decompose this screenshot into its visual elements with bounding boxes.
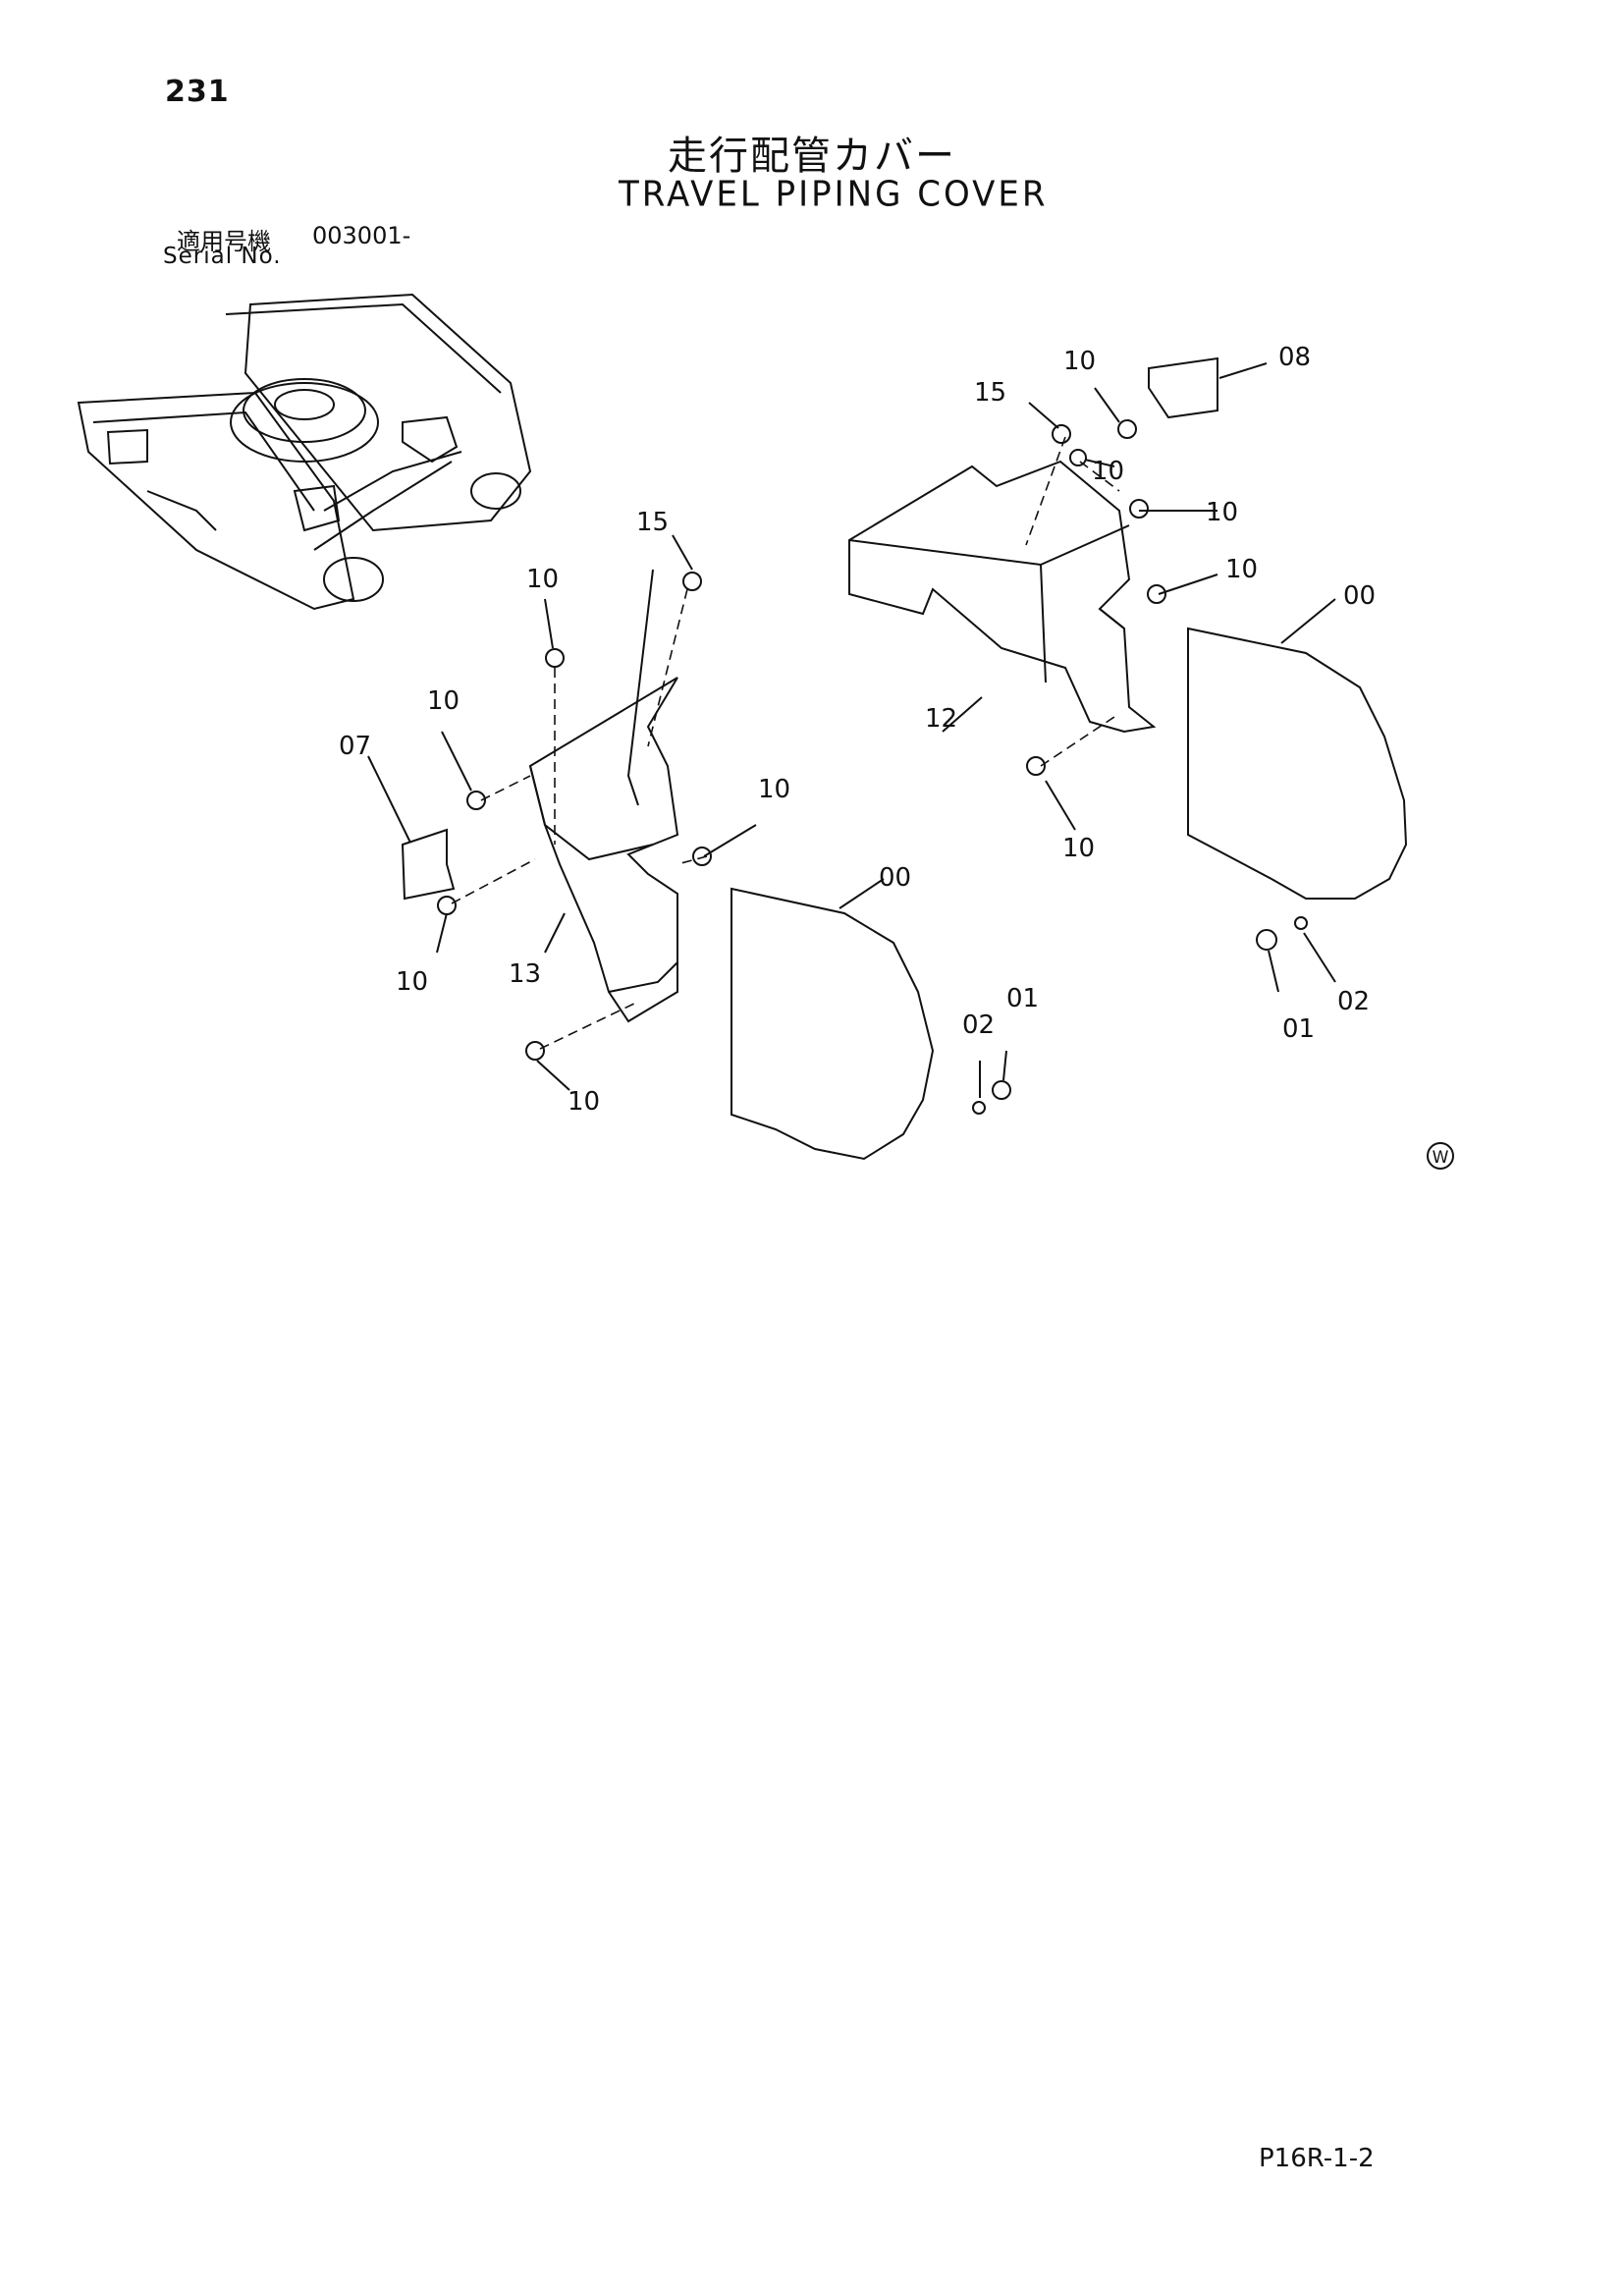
callout-01: 01 [1282,1014,1315,1044]
callout-10: 10 [1063,347,1096,376]
undercarriage-overview-drawing [77,293,532,611]
bracket-part-07 [401,828,456,901]
callout-00: 00 [1343,581,1376,611]
callout-12: 12 [925,704,957,734]
callout-15: 15 [636,508,669,537]
bracket-part-08 [1148,356,1218,419]
callout-10: 10 [1206,498,1238,527]
title-english: TRAVEL PIPING COVER [619,174,1049,215]
callout-15: 15 [974,378,1006,408]
callout-02: 02 [1337,987,1370,1016]
assembly-lines [451,436,1120,1050]
callout-10: 10 [427,686,460,716]
side-cover-part-00-right [1187,627,1408,900]
callout-10: 10 [1092,457,1124,486]
w-mark: W [1427,1142,1454,1170]
side-cover-part-00-left [730,887,935,1161]
duct-cover-part-13 [528,569,679,1023]
callout-01: 01 [1006,984,1039,1013]
duct-cover-part-12 [848,460,1157,734]
callout-10: 10 [758,775,790,804]
exploded-parts-diagram: 10 08 15 10 10 10 00 12 10 01 02 15 10 1… [77,293,1454,1170]
svg-text:W: W [1433,1148,1449,1168]
serial-label-english: Serial No. [163,244,282,269]
callout-10: 10 [526,565,559,594]
callout-07: 07 [339,732,371,761]
callout-10: 10 [1225,555,1258,584]
serial-label-japanese: 適用号機 [177,228,271,255]
callout-10: 10 [396,967,428,997]
page-number: 231 [165,75,230,109]
callout-08: 08 [1278,343,1311,372]
serial-number-value: 003001- [312,222,411,249]
page-footer-code: P16R-1-2 [1259,2144,1375,2173]
callout-10: 10 [1062,834,1095,863]
bolts [437,419,1308,1115]
leader-lines [367,362,1336,1098]
title-japanese: 走行配管カバー [668,134,956,179]
callout-00: 00 [879,863,911,893]
callout-10: 10 [568,1087,600,1117]
callout-02: 02 [962,1011,995,1040]
callout-13: 13 [509,959,541,989]
